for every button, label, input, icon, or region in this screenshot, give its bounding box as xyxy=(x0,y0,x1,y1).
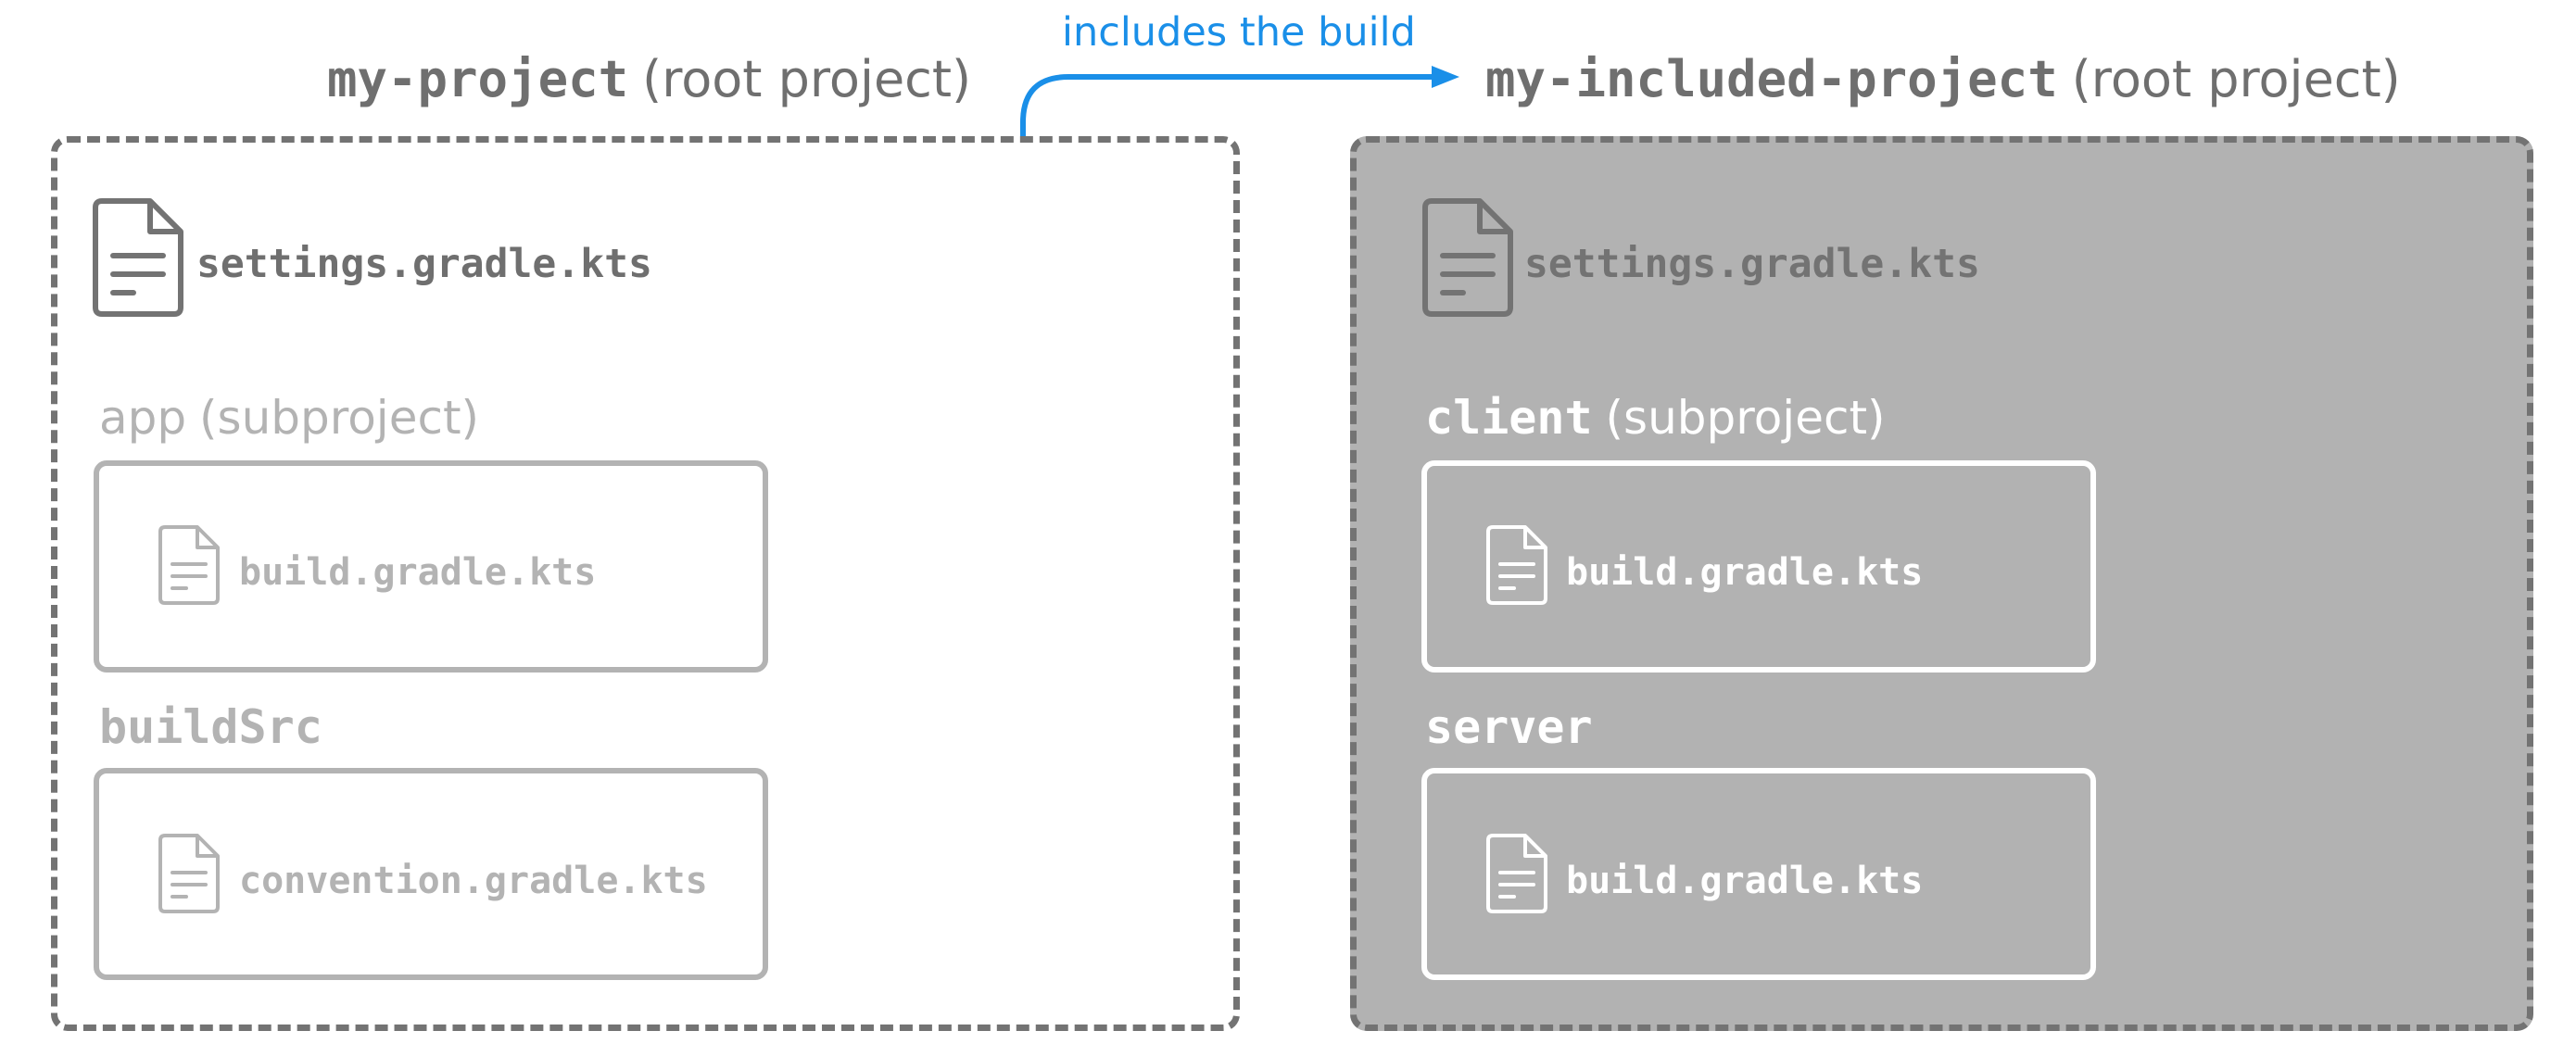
right-project-title: my-included-project (root project) xyxy=(1485,55,2401,105)
file-label-server-build: build.gradle.kts xyxy=(1566,860,1924,902)
right-settings-file-label: settings.gradle.kts xyxy=(1524,241,1980,287)
subproject-role: (subproject) xyxy=(199,391,480,445)
subproject-name: client xyxy=(1425,391,1593,445)
document-icon xyxy=(1486,834,1547,913)
document-icon xyxy=(1486,525,1547,605)
left-project-name: my-project xyxy=(327,50,629,108)
right-project-name: my-included-project xyxy=(1485,50,2058,108)
subproject-name: app xyxy=(99,391,187,445)
left-project-title: my-project (root project) xyxy=(327,55,971,105)
subproject-name: server xyxy=(1425,700,1593,754)
subproject-name: buildSrc xyxy=(99,700,322,754)
document-icon xyxy=(93,198,183,317)
subproject-box-client xyxy=(1421,460,2096,673)
right-project-role: (root project) xyxy=(2071,50,2401,108)
left-settings-file-label: settings.gradle.kts xyxy=(196,241,652,287)
subproject-title-app: app (subproject) xyxy=(99,395,479,441)
file-label-client-build: build.gradle.kts xyxy=(1566,551,1924,594)
arrow-label: includes the build xyxy=(1062,9,1416,56)
left-project-role: (root project) xyxy=(642,50,972,108)
subproject-title-server: server xyxy=(1425,704,1593,750)
subproject-role: (subproject) xyxy=(1605,391,1886,445)
document-icon xyxy=(158,525,220,605)
subproject-box-app xyxy=(94,460,768,673)
document-icon xyxy=(158,834,220,913)
document-icon xyxy=(1422,198,1513,317)
subproject-title-client: client (subproject) xyxy=(1425,395,1886,441)
file-label-app-build: build.gradle.kts xyxy=(239,551,597,594)
subproject-title-buildsrc: buildSrc xyxy=(99,704,322,750)
file-label-buildsrc-convention: convention.gradle.kts xyxy=(239,860,708,902)
